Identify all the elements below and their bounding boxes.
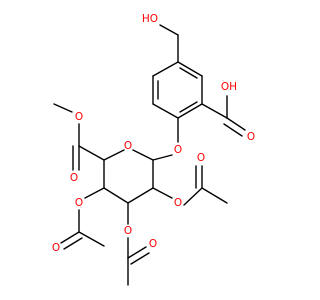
bond-cooh-co-2 — [223, 123, 243, 137]
bond-acA-o-c — [183, 187, 203, 206]
bond-c4-o — [84, 187, 105, 199]
bond-acA-ch3 — [201, 187, 228, 204]
label-ring-o: O — [124, 140, 132, 152]
bond-acC-co-2 — [63, 237, 83, 250]
label-ester-carbonyl-o: O — [70, 172, 78, 184]
label-acid-oh: OH — [221, 81, 237, 93]
bond-ar-1 — [177, 61, 203, 77]
bond-c2-c3 — [127, 187, 154, 204]
bond-ar-4 — [152, 103, 179, 119]
bond-ar-inner-1 — [179, 67, 198, 79]
label-acetate-b-carbonyl-o: O — [149, 238, 157, 250]
bond-c5-ringo — [103, 149, 125, 161]
molecule-structure: HO OH O O O O O O O O O O O — [52, 13, 255, 286]
label-ester-methoxy-o: O — [75, 111, 83, 123]
label-hydroxymethyl-oh: HO — [142, 13, 158, 25]
bond-acC-co-1 — [60, 231, 80, 244]
label-acetate-c-carbonyl-o: O — [52, 242, 60, 254]
bond-ome-ch3 — [53, 103, 73, 113]
atom-label-layer: HO OH O O O O O O O O O O O — [52, 13, 255, 254]
bond-c5-ester — [78, 145, 105, 161]
bond-ringo-c1 — [132, 149, 154, 161]
label-acetate-a-ether-o: O — [174, 197, 182, 209]
bond-ar-3 — [177, 103, 203, 119]
bond-c3-c4 — [103, 187, 129, 204]
bond-ar-6 — [152, 61, 179, 77]
label-acid-carbonyl-o: O — [247, 131, 255, 143]
bond-cooh-co-1 — [226, 117, 246, 131]
bond-acB-co-1 — [127, 246, 147, 259]
label-acetate-c-ether-o: O — [75, 197, 83, 209]
bond-layer — [53, 24, 246, 286]
label-aryl-ether-o: O — [174, 144, 182, 156]
bond-acB-co-2 — [130, 252, 150, 265]
label-acetate-a-carbonyl-o: O — [197, 152, 205, 164]
bond-c2-o — [152, 187, 173, 199]
bond-ch2-oh — [159, 24, 179, 36]
bond-ar-cooh — [201, 103, 228, 119]
bond-acC-ch3 — [78, 231, 105, 247]
label-acetate-b-ether-o: O — [124, 225, 132, 237]
bond-ar-inner-2 — [179, 101, 198, 113]
bond-o-c1 — [152, 154, 173, 161]
